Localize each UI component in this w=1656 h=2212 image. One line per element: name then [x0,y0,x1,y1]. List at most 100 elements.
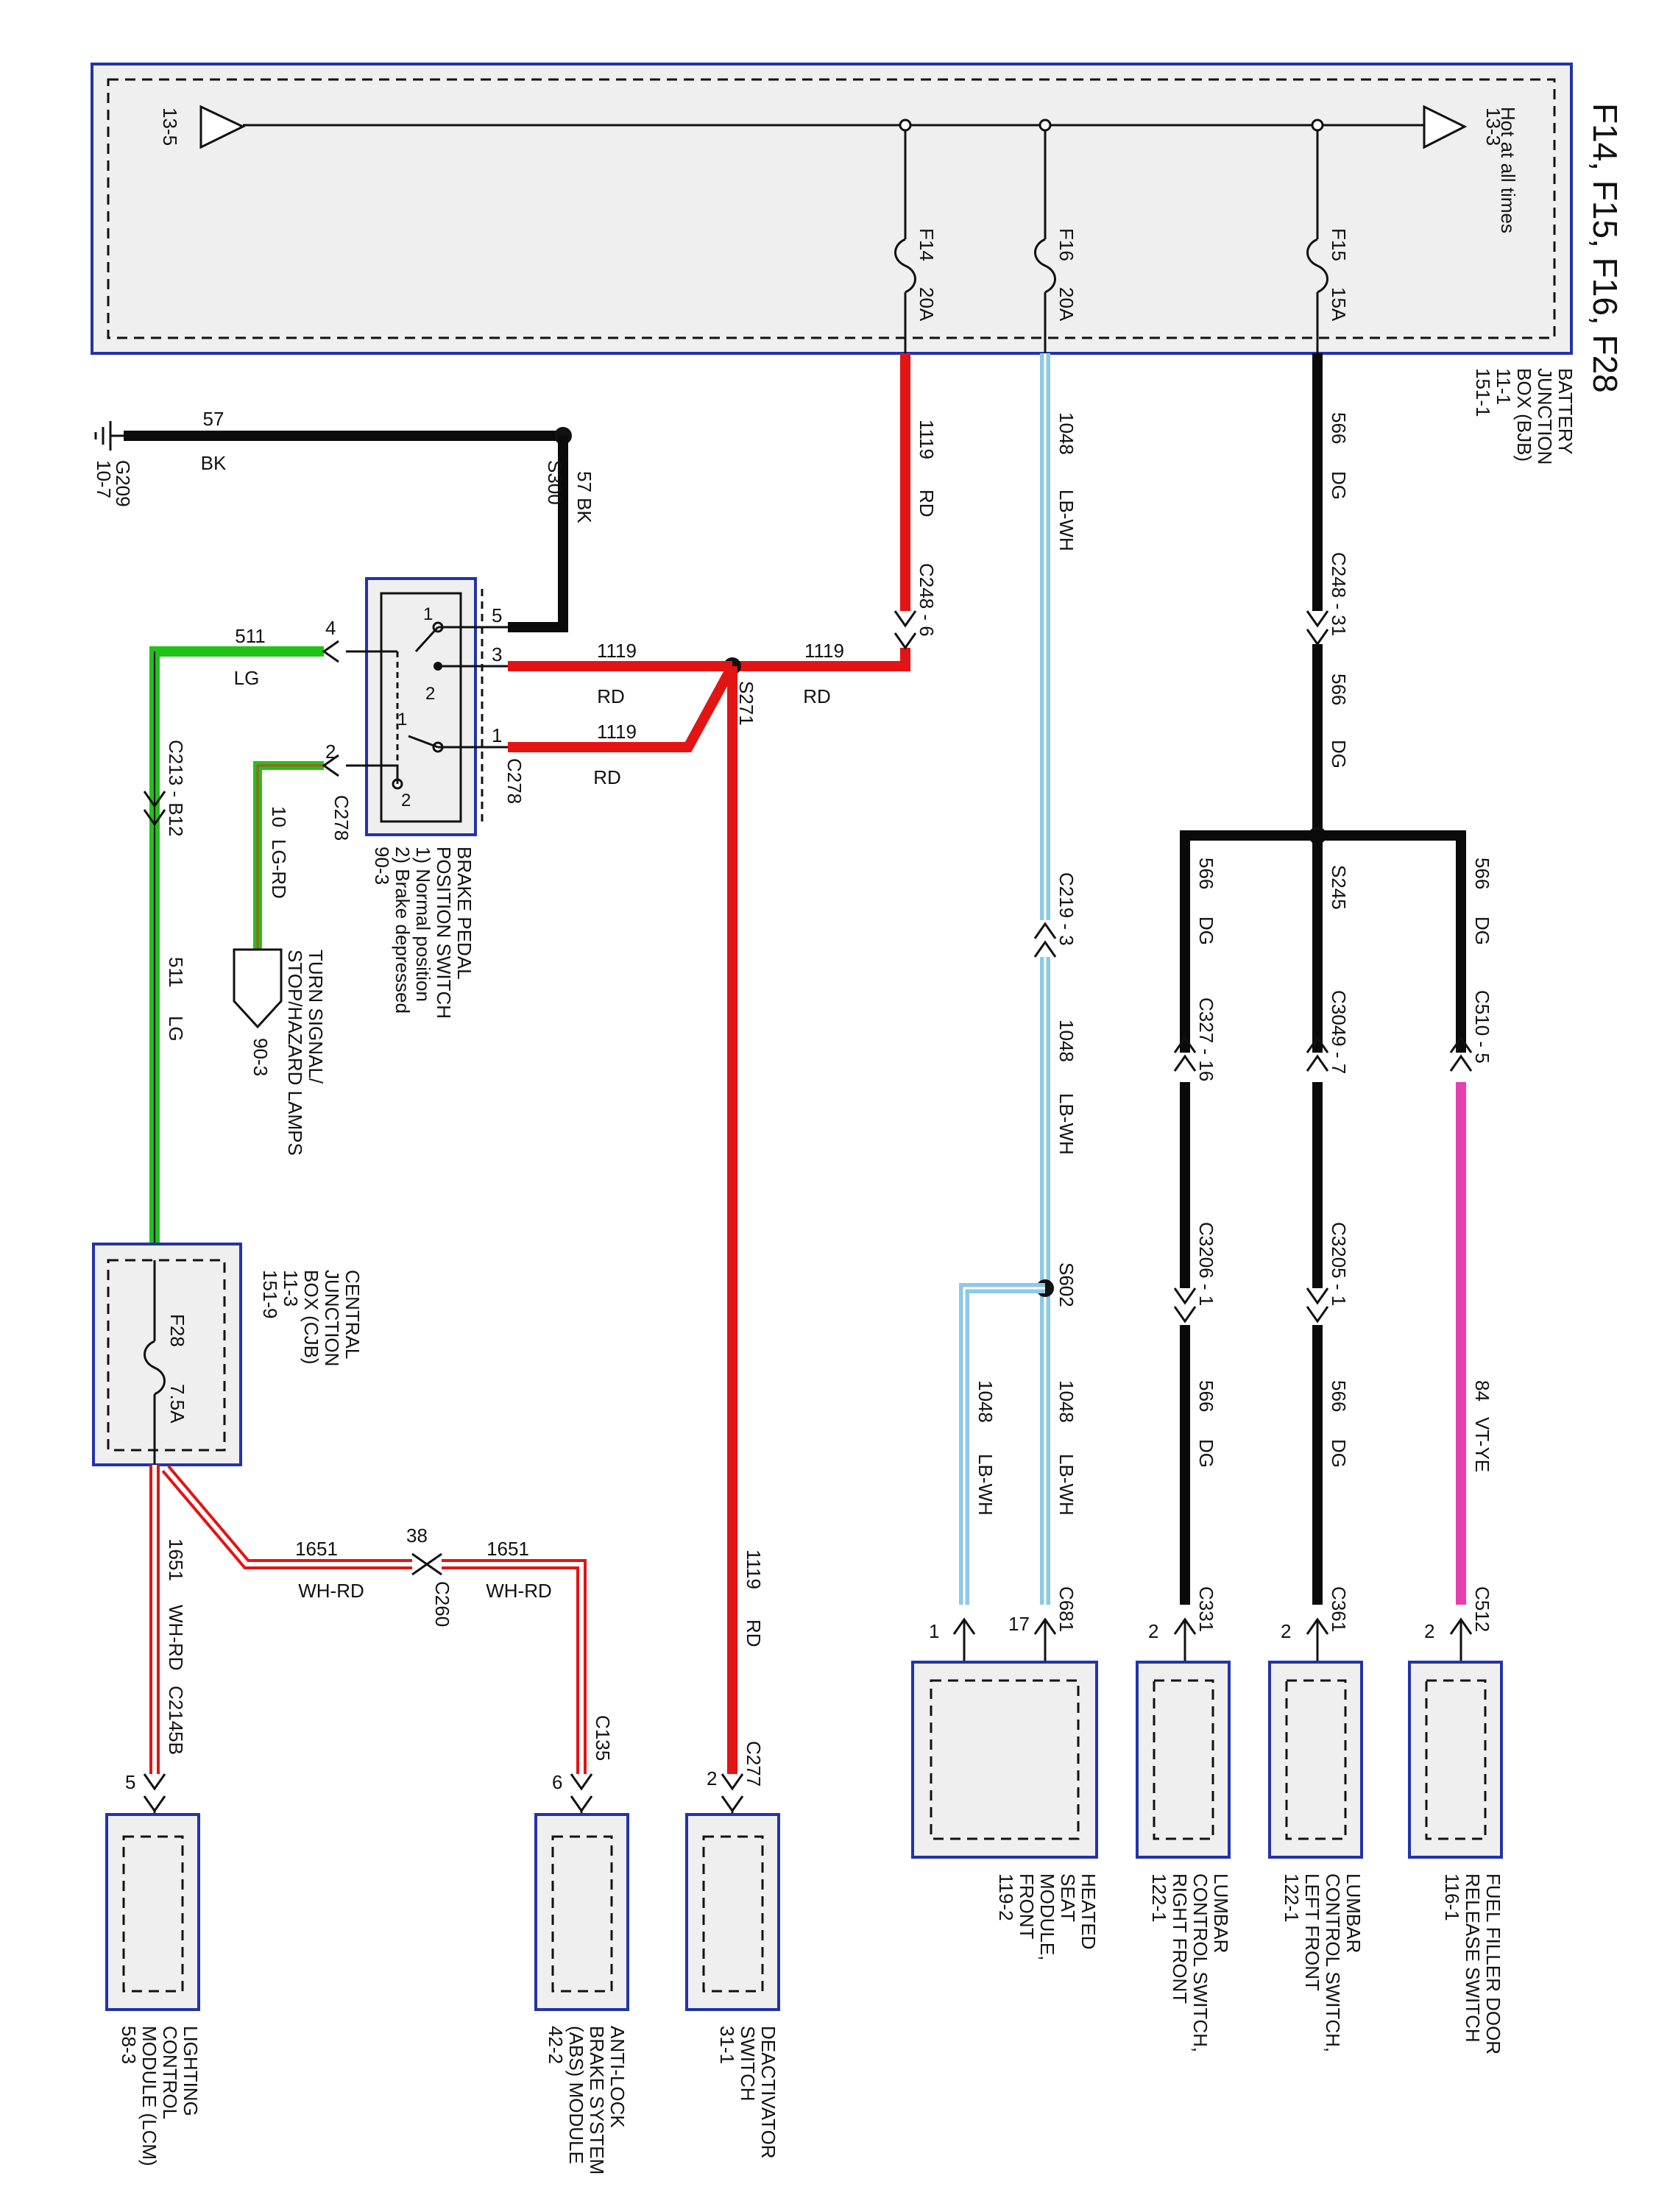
svg-text:(ABS) MODULE: (ABS) MODULE [565,2026,587,2164]
svg-text:116-1: 116-1 [1441,1873,1463,1921]
connector-c219-label: C219 - 3 [1055,872,1078,946]
svg-text:1) Normal position: 1) Normal position [412,847,434,1002]
svg-text:ANTI-LOCK: ANTI-LOCK [606,2026,629,2128]
connector-c510-label: C510 - 5 [1471,990,1493,1064]
svg-text:JUNCTION: JUNCTION [1534,368,1556,464]
wire-511-num-a: 511 [235,625,265,647]
svg-text:JUNCTION: JUNCTION [321,1270,343,1366]
connector-c248-6-icon2 [894,632,917,650]
pin-5: 5 [492,604,502,626]
lumbar-left-inner [1285,1679,1347,1840]
connector-c213-icon [143,791,166,808]
connector-c277-icon2 [721,1795,744,1813]
fuse-f14-rating: 20A [916,287,938,322]
connector-c260-label: C260 [431,1581,453,1627]
svg-text:CONTROL SWITCH,: CONTROL SWITCH, [1322,1873,1344,2052]
svg-text:90-3: 90-3 [371,847,393,885]
battery-junction-box: 13-5 13-3 Hot at all times F14 20A F16 2… [91,63,1573,355]
bjb-hot-label: Hot at all times [1497,107,1519,233]
svg-text:LUMBAR: LUMBAR [1342,1873,1365,1953]
wire-566-color-a: DG [1328,471,1350,500]
wire-1119-num-c: 1119 [597,640,637,662]
connector-c361-label: C361 [1328,1586,1350,1632]
turn-signal-label-2: STOP/HAZARD LAMPS [284,950,306,1156]
circuit-566-dg: 566 DG C248 - 31 566 DG S245 566 DG 566 … [1173,353,1493,1632]
fuse-f15-name: F15 [1328,228,1350,261]
connector-c277-label: C277 [743,1741,765,1787]
wire-566-color-center-b: DG [1328,1439,1350,1468]
fuse-f14-name: F14 [916,228,938,261]
lcm-label: LIGHTING CONTROL MODULE (LCM) 58-3 [118,2026,202,2166]
svg-text:42-2: 42-2 [545,2026,567,2064]
connector-c3049-icon [1306,1036,1329,1053]
wire-1651-color-b: WH-RD [486,1580,552,1602]
connector-c3206-icon2 [1173,1306,1197,1324]
fuse-icon-f28 [144,1340,166,1396]
turn-signal-connector-icon [233,948,283,1029]
connector-c681-label: C681 [1055,1586,1078,1632]
svg-text:58-3: 58-3 [118,2026,140,2064]
brake-pedal-position-switch: 1 2 1 2 5 3 1 4 2 C278 BRAKE PEDAL POSIT… [325,577,526,1019]
wire-566-num-left-b: 566 [1195,1380,1217,1412]
circuit-1048-lb-wh: 1048 LB-WH C219 - 3 1048 LB-WH S602 1048… [929,353,1078,1642]
wire-57-riser-label: 57 BK [573,471,595,523]
bjb-inner-dashed [107,78,1556,339]
wire-1048-color-d: LB-WH [974,1454,997,1516]
connector-c327-icon2 [1173,1054,1197,1072]
pin-c512-2: 2 [1424,1620,1434,1642]
connector-c327-icon [1173,1036,1197,1053]
wire-1119-num-d: 1119 [597,721,637,743]
svg-text:MODULE (LCM): MODULE (LCM) [138,2026,160,2166]
wire-84-color: VT-YE [1471,1417,1493,1472]
connector-c135-icon [570,1773,593,1791]
pin-1: 1 [492,724,502,746]
bjb-ref-arrow-right [1423,105,1468,149]
svg-text:11-3: 11-3 [280,1270,302,1307]
wire-10-stripe [256,764,324,950]
connector-c3206-icon [1173,1287,1197,1305]
wire-1119-horizontal [732,648,910,671]
wire-1651-num-b: 1651 [486,1538,529,1560]
turn-signal-ref: 90-3 [250,1038,272,1076]
svg-text:CONTROL: CONTROL [159,2026,181,2119]
wire-57-riser [508,436,568,632]
heated-seat-module-box [911,1661,1098,1859]
wire-1048-color-a: LB-WH [1055,490,1078,551]
connector-c219-icon [1033,922,1057,939]
connector-c2145b-icon [143,1773,166,1791]
connector-c278-label: C278 [503,758,526,804]
deactivator-label: DEACTIVATOR SWITCH 31-1 [716,2026,779,2159]
wire-1119-num-b: 1119 [804,640,844,662]
wire-566-color-left-b: DG [1195,1439,1217,1468]
lumbar-right-inner [1153,1679,1214,1840]
wire-566-color-b: DG [1328,740,1350,768]
connector-c2145b-label: C2145B [165,1686,187,1755]
wire-566-num-a: 566 [1328,412,1350,444]
lumbar-left-label: LUMBAR CONTROL SWITCH, LEFT FRONT 122-1 [1281,1873,1365,2052]
turn-signal-label-1: TURN SIGNAL/ [305,950,327,1084]
svg-text:CONTROL SWITCH,: CONTROL SWITCH, [1189,1873,1211,2052]
fuse-icon-f14 [894,238,916,294]
svg-text:151-1: 151-1 [1472,368,1494,417]
connector-c248-31-label: C248 - 31 [1328,552,1350,636]
cjb-label: CENTRAL JUNCTION BOX (CJB) 11-3 151-9 [259,1270,364,1366]
connector-c3206-label: C3206 - 1 [1195,1222,1217,1306]
connector-pin2-icon [322,754,339,777]
svg-text:2) Brake depressed: 2) Brake depressed [392,847,414,1014]
lumbar-right-label: LUMBAR CONTROL SWITCH, RIGHT FRONT 122-1 [1148,1873,1232,2052]
svg-text:FRONT: FRONT [1016,1873,1038,1940]
connector-c3049-label: C3049 - 7 [1328,990,1350,1074]
splice-s602-label: S602 [1055,1262,1078,1307]
switch-lead-pin2 [346,764,399,784]
connector-c3049-icon2 [1306,1054,1329,1072]
bjb-ref-right: 13-3 [1482,107,1504,146]
wire-511-num-b: 511 [165,957,187,987]
pin-c277: 2 [707,1767,717,1789]
connector-c260-icon [411,1552,429,1576]
abs-inner [551,1835,613,1993]
wire-1048-branch [959,1283,1045,1605]
connector-c278-label-b: C278 [330,795,353,841]
wire-1119-color-b: RD [803,685,831,707]
fuse-icon-f15 [1306,238,1328,294]
svg-text:BATTERY: BATTERY [1554,368,1577,455]
